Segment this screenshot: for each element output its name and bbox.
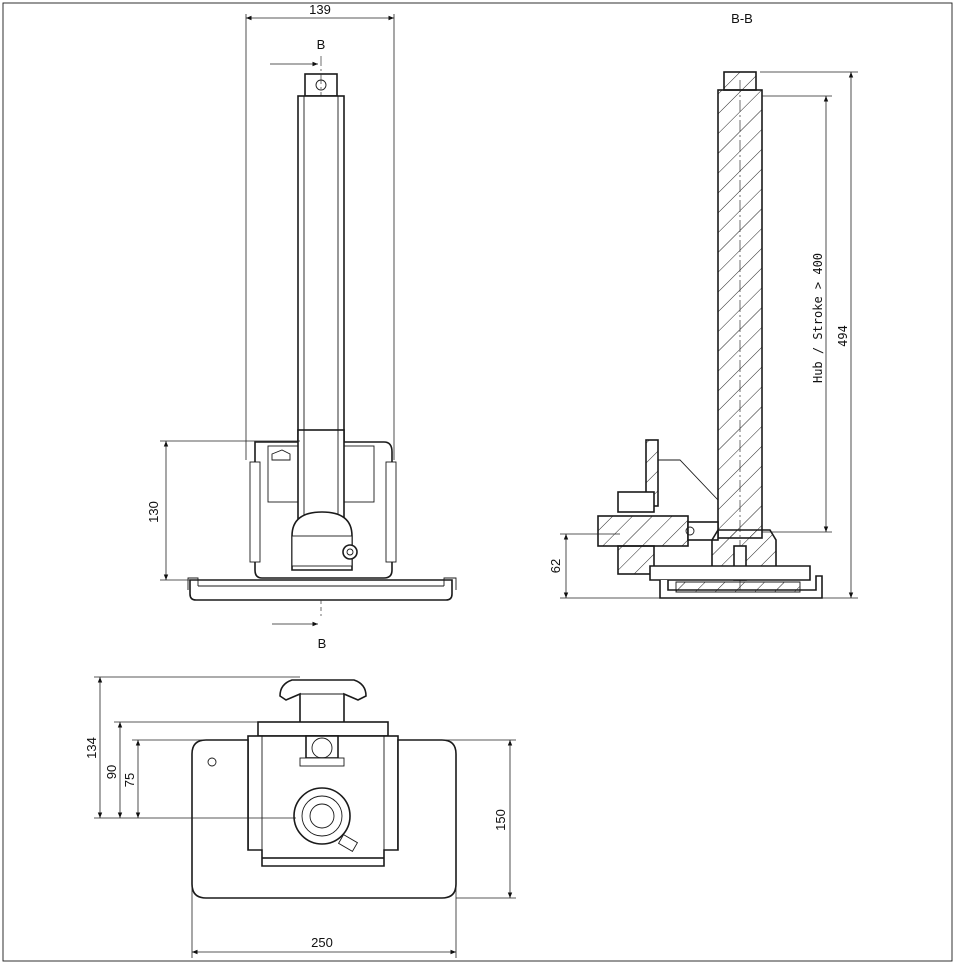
section-base	[649, 565, 811, 581]
dim-62-text: 62	[548, 559, 563, 573]
dim-134-text: 134	[84, 737, 99, 759]
dim-130-text: 130	[146, 501, 161, 523]
plan-bracket-top	[257, 721, 389, 737]
dim-494-text: 494	[836, 325, 850, 347]
front-view: 139 B 130	[146, 2, 457, 651]
dim-150-text: 150	[493, 809, 508, 831]
cut-marker-bottom: B	[318, 636, 327, 651]
foot-plate	[189, 579, 453, 601]
logo-mark	[271, 449, 291, 461]
dim-75-text: 75	[122, 773, 137, 787]
dim-90-text: 90	[104, 765, 119, 779]
section-crank-shaft	[597, 515, 689, 547]
dim-139-text: 139	[309, 2, 331, 17]
cut-marker-top: B	[317, 37, 326, 52]
plan-foot-plate	[191, 739, 457, 899]
plan-handle	[279, 679, 367, 725]
section-label: B-B	[731, 11, 753, 26]
dim-stroke-text: Hub / Stroke > 400	[811, 253, 825, 383]
section-view: B-B Hub / Stroke > 400 494	[548, 11, 858, 599]
dim-250-text: 250	[311, 935, 333, 950]
plan-view: 134 90 75 150 250	[84, 676, 516, 958]
crank-boss	[342, 544, 358, 560]
plan-hole	[207, 757, 217, 767]
